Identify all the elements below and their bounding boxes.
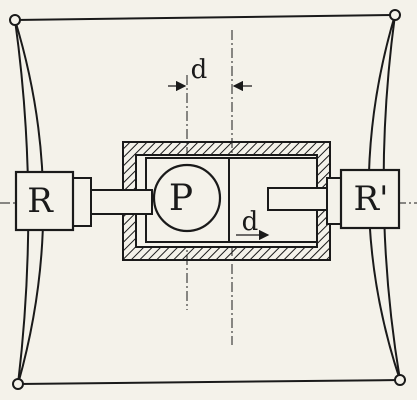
top-dimension-label: d	[191, 55, 208, 85]
left-block	[14, 170, 75, 232]
left-rod	[72, 177, 153, 227]
right-rod-shaft	[267, 187, 333, 211]
left-block-label: R	[27, 181, 54, 221]
frame-top-line	[14, 14, 396, 21]
pivot-bottom-left	[12, 378, 24, 390]
right-rod-collar	[326, 177, 342, 225]
pivot-top-left	[9, 14, 21, 26]
right-block-label: R'	[354, 179, 389, 219]
center-disc	[152, 163, 222, 233]
pivot-top-right	[389, 9, 401, 21]
left-rod-shaft	[89, 189, 153, 215]
inner-dimension-label: d	[242, 207, 259, 237]
left-rod-collar	[72, 177, 92, 227]
center-disc-label: P	[169, 178, 193, 219]
frame-bottom-line	[17, 379, 401, 385]
pivot-bottom-right	[394, 374, 406, 386]
right-block	[339, 168, 401, 230]
